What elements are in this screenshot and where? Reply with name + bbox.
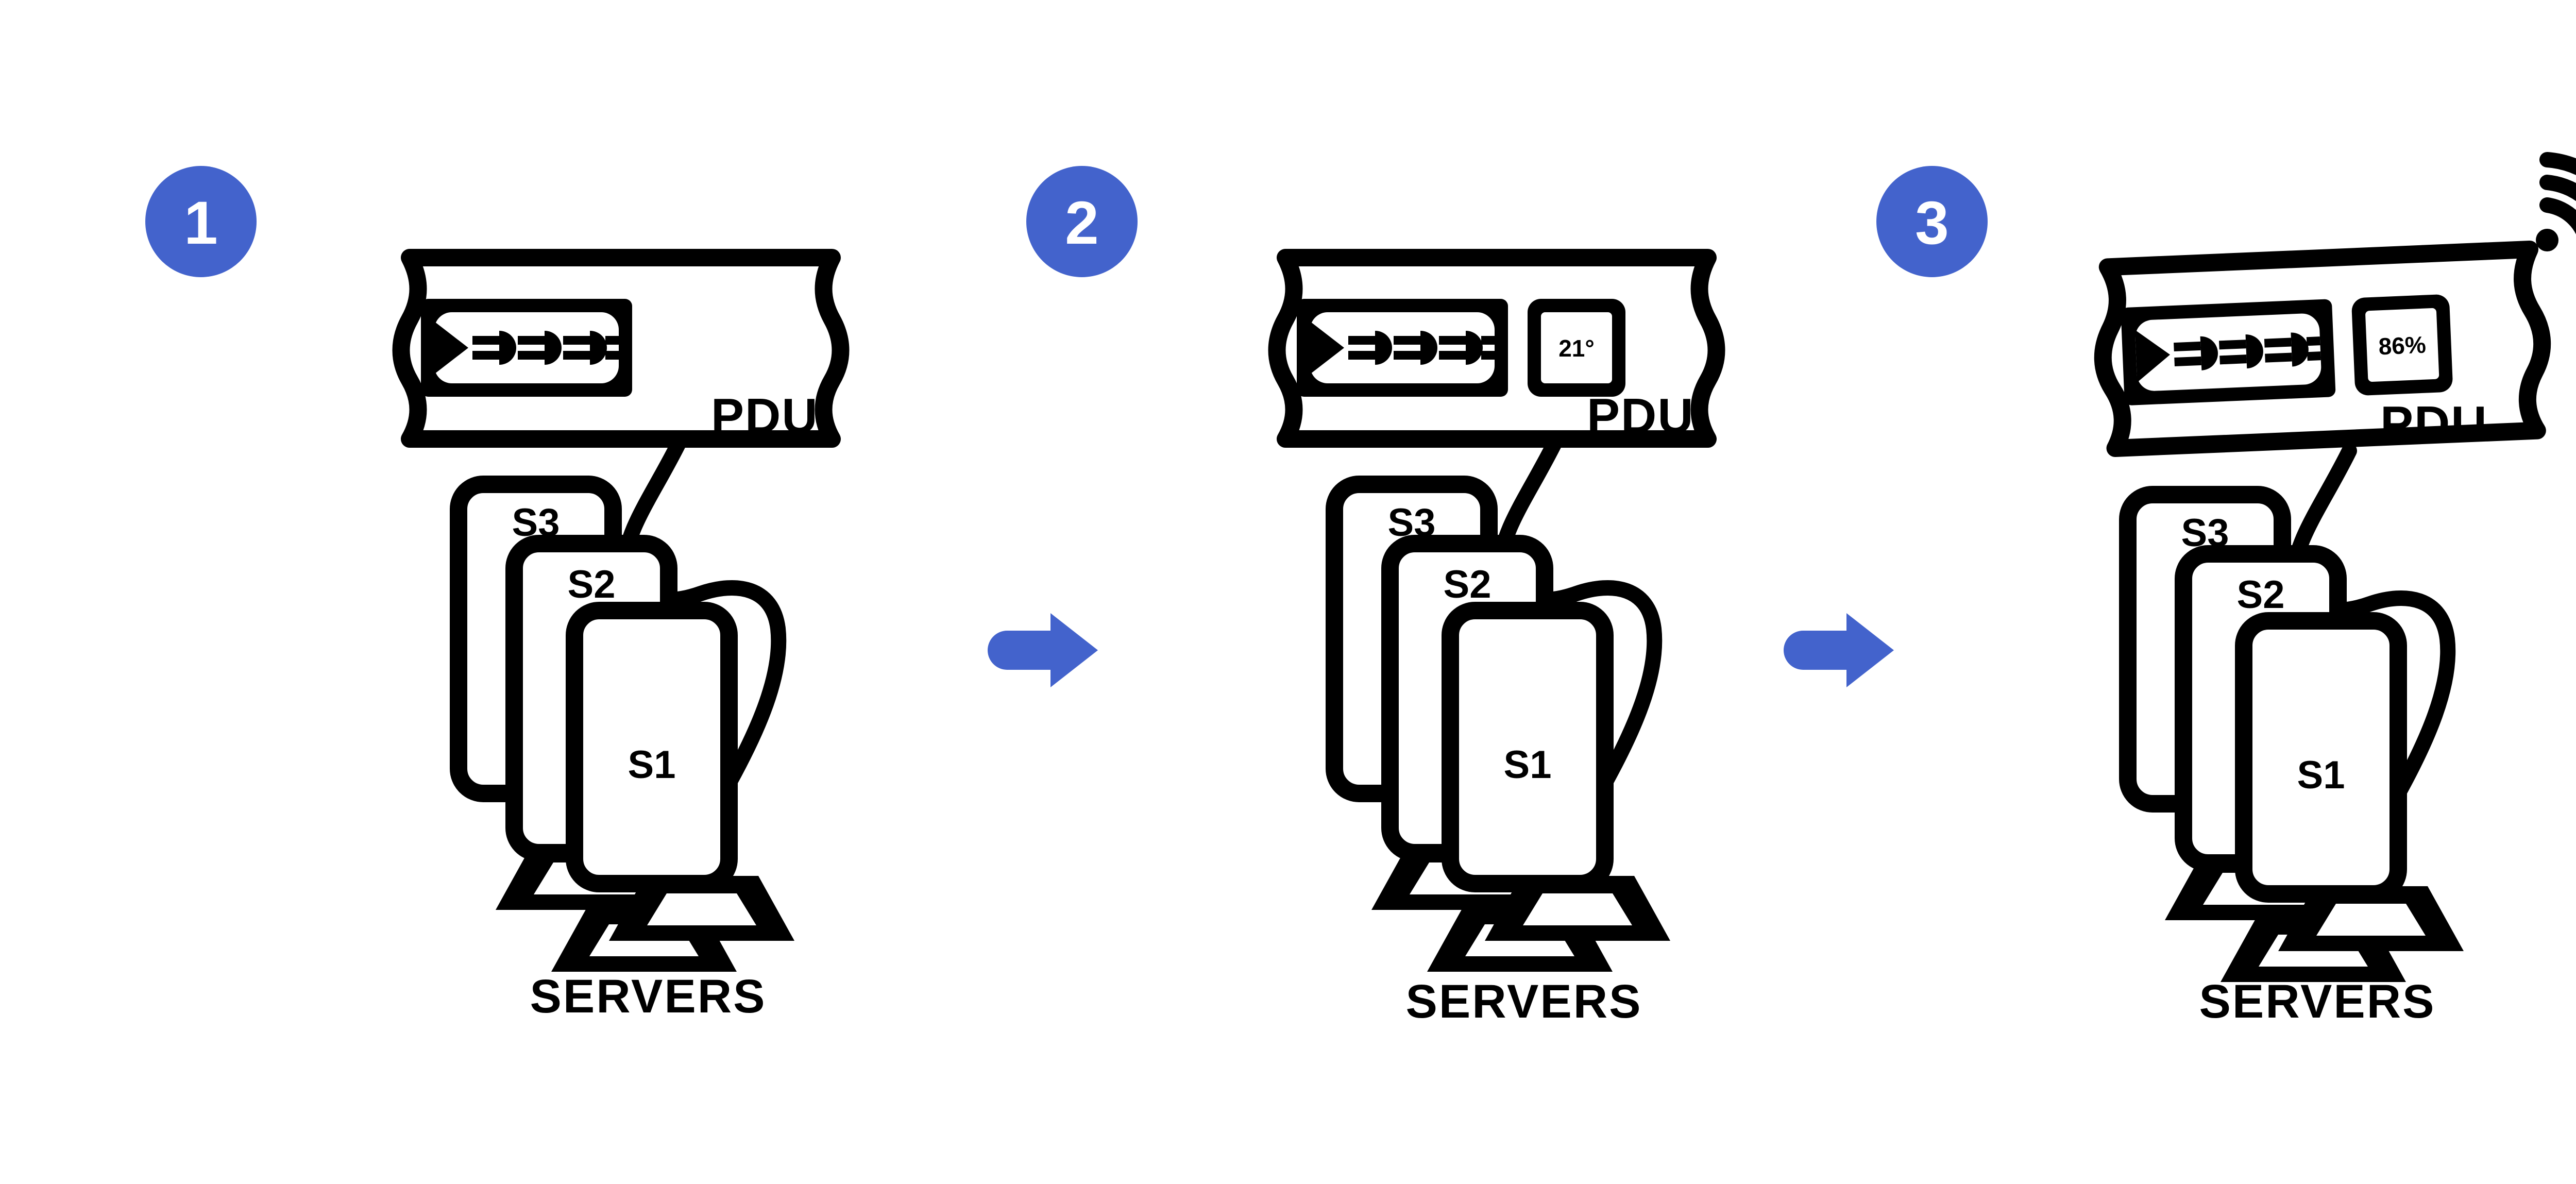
- server-box-s1-2: [1442, 602, 1614, 892]
- power-cable-3: [2286, 443, 2456, 853]
- server-tower-s1-stage1[interactable]: S1: [566, 602, 794, 941]
- server-label-s1-1: S1: [628, 743, 676, 787]
- right-arrow-icon-1: [988, 613, 1098, 687]
- server-tower-s2-stage2[interactable]: S2: [1390, 544, 1613, 972]
- servers-label-1: SERVERS: [530, 970, 766, 1023]
- pdu-unit-3[interactable]: 86%: [2099, 249, 2546, 448]
- power-cable-1: [617, 433, 787, 842]
- stage-2-group: 2 21° PDU: [1026, 166, 1717, 1028]
- step-badge-number-2: 2: [1065, 189, 1099, 257]
- pdu-unit-2[interactable]: 21°: [1277, 258, 1717, 439]
- server-tower-s2-stage3[interactable]: S2: [2183, 554, 2406, 982]
- stage-3-group: 3 86% PDU: [1876, 160, 2576, 1028]
- server-box-s1-3: [2235, 612, 2407, 903]
- stage-1-group: 1 PDU S3: [145, 166, 841, 1023]
- server-box-s1-1: [566, 602, 738, 892]
- step-badge-3[interactable]: 3: [1876, 166, 1988, 277]
- stage-connector-arrow-1: [988, 613, 1098, 687]
- servers-label-3: SERVERS: [2199, 975, 2435, 1028]
- server-tower-s1-stage2[interactable]: S1: [1442, 602, 1670, 941]
- step-badge-circle-3: [1876, 166, 1988, 277]
- server-label-s1-3: S1: [2297, 753, 2345, 797]
- pdu-label-2: PDU: [1587, 388, 1694, 444]
- step-badge-number-1: 1: [184, 189, 218, 257]
- wifi-arcs: [2536, 160, 2576, 251]
- power-cable-2: [1493, 433, 1663, 842]
- power-outlet-icon-2: [1297, 299, 1508, 397]
- pdu-label-3: PDU: [2380, 396, 2488, 451]
- step-badge-number-3: 3: [1915, 189, 1949, 257]
- server-label-s1-2: S1: [1504, 743, 1552, 787]
- readout-screen-3: [2365, 308, 2439, 382]
- server-label-s2-3: S2: [2237, 573, 2285, 617]
- server-label-s2-2: S2: [1444, 563, 1492, 606]
- server-tower-s2-stage1[interactable]: S2: [514, 544, 737, 972]
- wifi-signal-icon: [2536, 160, 2576, 251]
- readout-screen-2: [1541, 312, 1612, 383]
- step-badge-1[interactable]: 1: [145, 166, 257, 277]
- pdu-label-1: PDU: [711, 388, 819, 444]
- stage-connector-arrow-2: [1784, 613, 1894, 687]
- step-badge-2[interactable]: 2: [1026, 166, 1138, 277]
- server-label-s2-1: S2: [568, 563, 616, 606]
- step-badge-circle-1: [145, 166, 257, 277]
- server-tower-s1-stage3[interactable]: S1: [2235, 612, 2464, 951]
- pdu-readout-display-2[interactable]: 21°: [1528, 299, 1625, 397]
- power-outlet-icon-1: [421, 299, 632, 397]
- readout-value-2: 21°: [1558, 335, 1595, 362]
- pdu-readout-display-3[interactable]: 86%: [2351, 294, 2453, 396]
- right-arrow-icon-2: [1784, 613, 1894, 687]
- step-badge-circle-2: [1026, 166, 1138, 277]
- readout-value-3: 86%: [2378, 331, 2427, 360]
- servers-label-2: SERVERS: [1405, 975, 1642, 1028]
- power-outlet-icon-3: [2121, 299, 2336, 406]
